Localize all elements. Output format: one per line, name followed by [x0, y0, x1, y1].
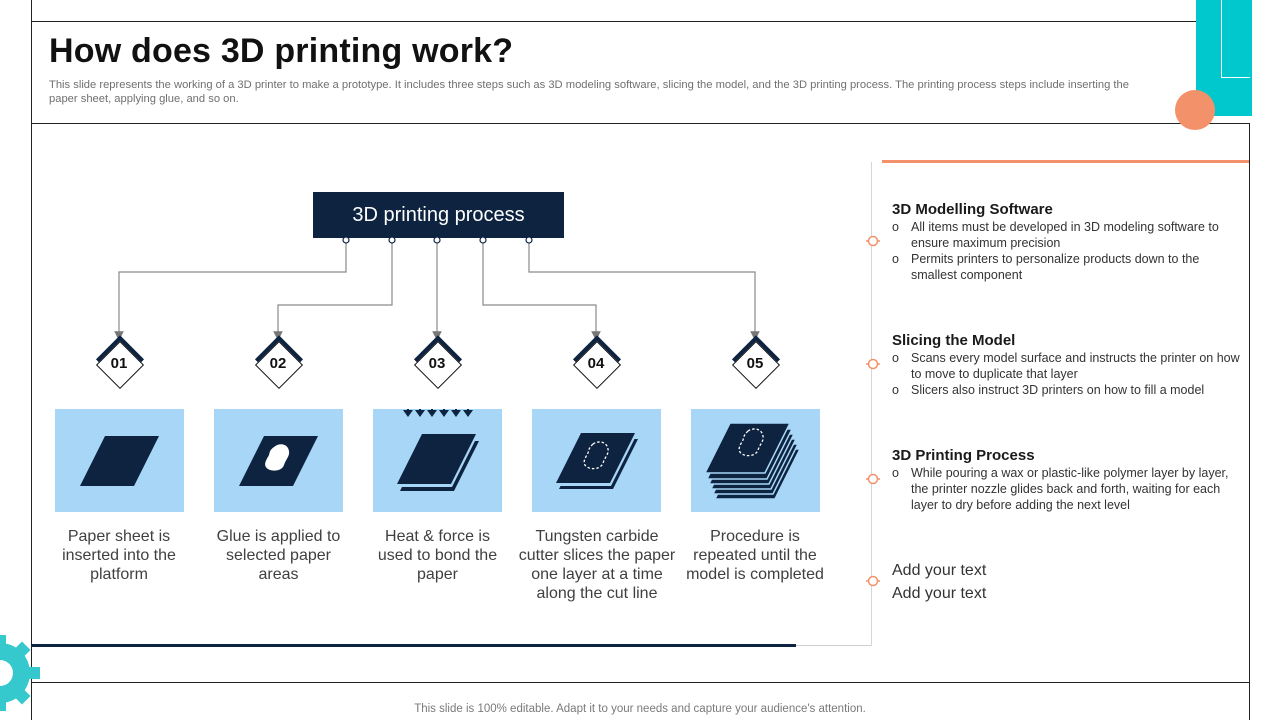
page-title: How does 3D printing work?	[49, 32, 514, 70]
step-05-number: 05	[746, 355, 764, 372]
timeline-marker-4	[866, 575, 880, 587]
step-04-number: 04	[587, 355, 605, 372]
bullet-text: While pouring a wax or plastic-like poly…	[911, 466, 1229, 512]
placeholder-text-2: Add your text	[892, 585, 987, 602]
panel-left-line	[871, 162, 872, 646]
bullet-mark: o	[892, 252, 899, 266]
step-03-caption: Heat & force is used to bond the paper	[377, 528, 498, 583]
bullet-mark: o	[892, 383, 899, 397]
footer-note: This slide is 100% editable. Adapt it to…	[414, 703, 866, 715]
connector-02	[273, 240, 393, 341]
process-root-box: 3D printing process	[313, 192, 564, 238]
timeline-marker-3	[866, 473, 880, 485]
orange-circle	[1175, 90, 1215, 130]
cut-layer-icon	[556, 433, 638, 489]
bullet-text: Permits printers to personalize products…	[911, 252, 1200, 282]
step-02-caption: Glue is applied to selected paper areas	[216, 528, 341, 583]
bullet-mark: o	[892, 351, 899, 365]
step-01-caption: Paper sheet is inserted into the platfor…	[62, 528, 176, 583]
header-rule	[31, 123, 1250, 124]
paper-sheet-icon	[80, 436, 159, 486]
step-01-number: 01	[110, 355, 128, 372]
timeline-marker-2	[866, 358, 880, 370]
step-05-caption: Procedure is repeated until the model is…	[686, 528, 824, 583]
step-03-tile	[373, 409, 502, 512]
top-rule	[31, 21, 1196, 22]
section-3-bullet-1: o While pouring a wax or plastic-like pol…	[892, 465, 1237, 513]
panel-top-accent	[882, 160, 1249, 163]
footer-rule	[31, 682, 1250, 683]
step-04-tile	[532, 409, 661, 512]
bullet-text: Scans every model surface and instructs …	[911, 351, 1240, 381]
bullet-mark: o	[892, 466, 899, 480]
bullet-mark: o	[892, 220, 899, 234]
step-05-tile	[691, 409, 820, 512]
step-04-caption: Tungsten carbide cutter slices the paper…	[518, 528, 676, 602]
step-01-tile	[55, 409, 184, 512]
right-frame	[1249, 123, 1250, 720]
navy-baseline	[31, 644, 796, 647]
page-subtitle: This slide represents the working of a 3…	[49, 79, 1129, 105]
step-02-number: 02	[269, 355, 287, 372]
grey-baseline	[796, 645, 872, 646]
teal-accent-outline	[1221, 0, 1250, 78]
connector-04	[482, 240, 601, 341]
bullet-text: All items must be developed in 3D modeli…	[911, 220, 1219, 250]
process-root-label: 3D printing process	[352, 203, 525, 226]
connector-05	[528, 240, 760, 341]
section-title-modelling: 3D Modelling Software	[892, 201, 1053, 218]
heat-press-icon	[397, 409, 479, 491]
placeholder-text-1: Add your text	[892, 562, 987, 579]
left-frame	[31, 0, 32, 720]
stacked-layers-icon	[703, 422, 802, 500]
section-1-bullet-1: o All items must be developed in 3D model…	[892, 219, 1242, 251]
gear-icon	[0, 635, 40, 711]
section-1-bullet-2: o Permits printers to personalize product…	[892, 251, 1242, 283]
glue-sheet-icon	[239, 436, 318, 486]
timeline-marker-1	[866, 235, 880, 247]
section-2-bullet-2: o Slicers also instruct 3D printers on ho…	[892, 382, 1242, 398]
step-02-tile	[214, 409, 343, 512]
section-title-slicing: Slicing the Model	[892, 332, 1016, 349]
section-title-printing: 3D Printing Process	[892, 447, 1035, 464]
section-2-bullet-1: o Scans every model surface and instructs…	[892, 350, 1242, 382]
connector-01	[114, 240, 347, 341]
step-03-number: 03	[428, 355, 446, 372]
bullet-text: Slicers also instruct 3D printers on how…	[911, 383, 1205, 397]
